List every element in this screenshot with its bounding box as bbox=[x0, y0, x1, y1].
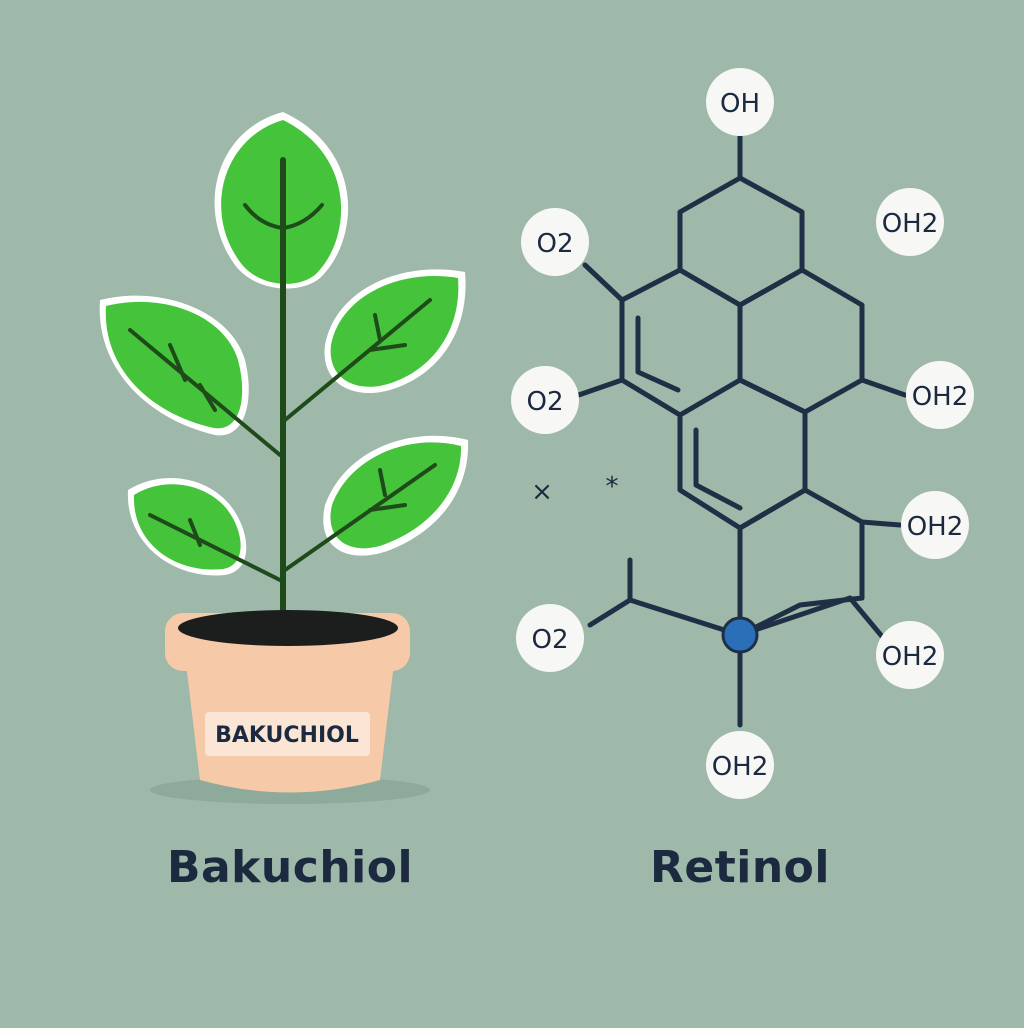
svg-text:OH2: OH2 bbox=[912, 382, 969, 412]
center-atom bbox=[721, 616, 759, 654]
svg-text:OH2: OH2 bbox=[882, 209, 939, 239]
pot-label-background bbox=[205, 712, 370, 756]
atom-label-lower-left: O2 bbox=[516, 604, 584, 672]
atom-label-top: OH bbox=[706, 68, 774, 136]
bond-right-1 bbox=[859, 377, 908, 398]
bond-lower-left bbox=[587, 597, 743, 638]
leaf-left-upper bbox=[99, 295, 282, 457]
mark-cross: × bbox=[531, 477, 553, 507]
svg-text:OH2: OH2 bbox=[882, 642, 939, 672]
bond-right-2 bbox=[859, 519, 903, 528]
mark-star: * bbox=[606, 472, 619, 502]
atom-label-upper-left: O2 bbox=[521, 208, 589, 276]
svg-text:O2: O2 bbox=[536, 229, 573, 259]
bond-right-4 bbox=[737, 595, 853, 638]
svg-text:OH2: OH2 bbox=[712, 752, 769, 782]
plant: BAKUCHIOL bbox=[99, 112, 469, 804]
atom-label-right-2: OH2 bbox=[901, 491, 969, 559]
retinol-caption: Retinol bbox=[650, 842, 830, 893]
ring-1 bbox=[677, 175, 805, 308]
double-bond-2 bbox=[693, 427, 743, 511]
pot-label: BAKUCHIOL bbox=[215, 723, 359, 748]
svg-text:O2: O2 bbox=[526, 387, 563, 417]
atom-label-mid-left: O2 bbox=[511, 366, 579, 434]
bond-mid-left bbox=[567, 377, 625, 401]
bond-right-3 bbox=[847, 595, 888, 643]
bakuchiol-caption: Bakuchiol bbox=[166, 842, 414, 893]
bond-upper-left bbox=[582, 262, 625, 303]
pot: BAKUCHIOL bbox=[165, 610, 410, 793]
atom-labels: OH OH2 O2 O2 OH2 OH2 bbox=[511, 68, 974, 799]
double-bond-1 bbox=[635, 315, 681, 393]
atom-label-right-3: OH2 bbox=[876, 621, 944, 689]
atom-label-top-right: OH2 bbox=[876, 188, 944, 256]
leaf-right-lower bbox=[283, 435, 469, 572]
atom-label-bottom: OH2 bbox=[706, 731, 774, 799]
svg-text:OH2: OH2 bbox=[907, 512, 964, 542]
leaf-right-upper bbox=[283, 269, 466, 422]
leaf-left-lower bbox=[127, 478, 282, 582]
svg-text:O2: O2 bbox=[531, 625, 568, 655]
svg-text:OH: OH bbox=[720, 89, 760, 119]
atom-label-right-1: OH2 bbox=[906, 361, 974, 429]
